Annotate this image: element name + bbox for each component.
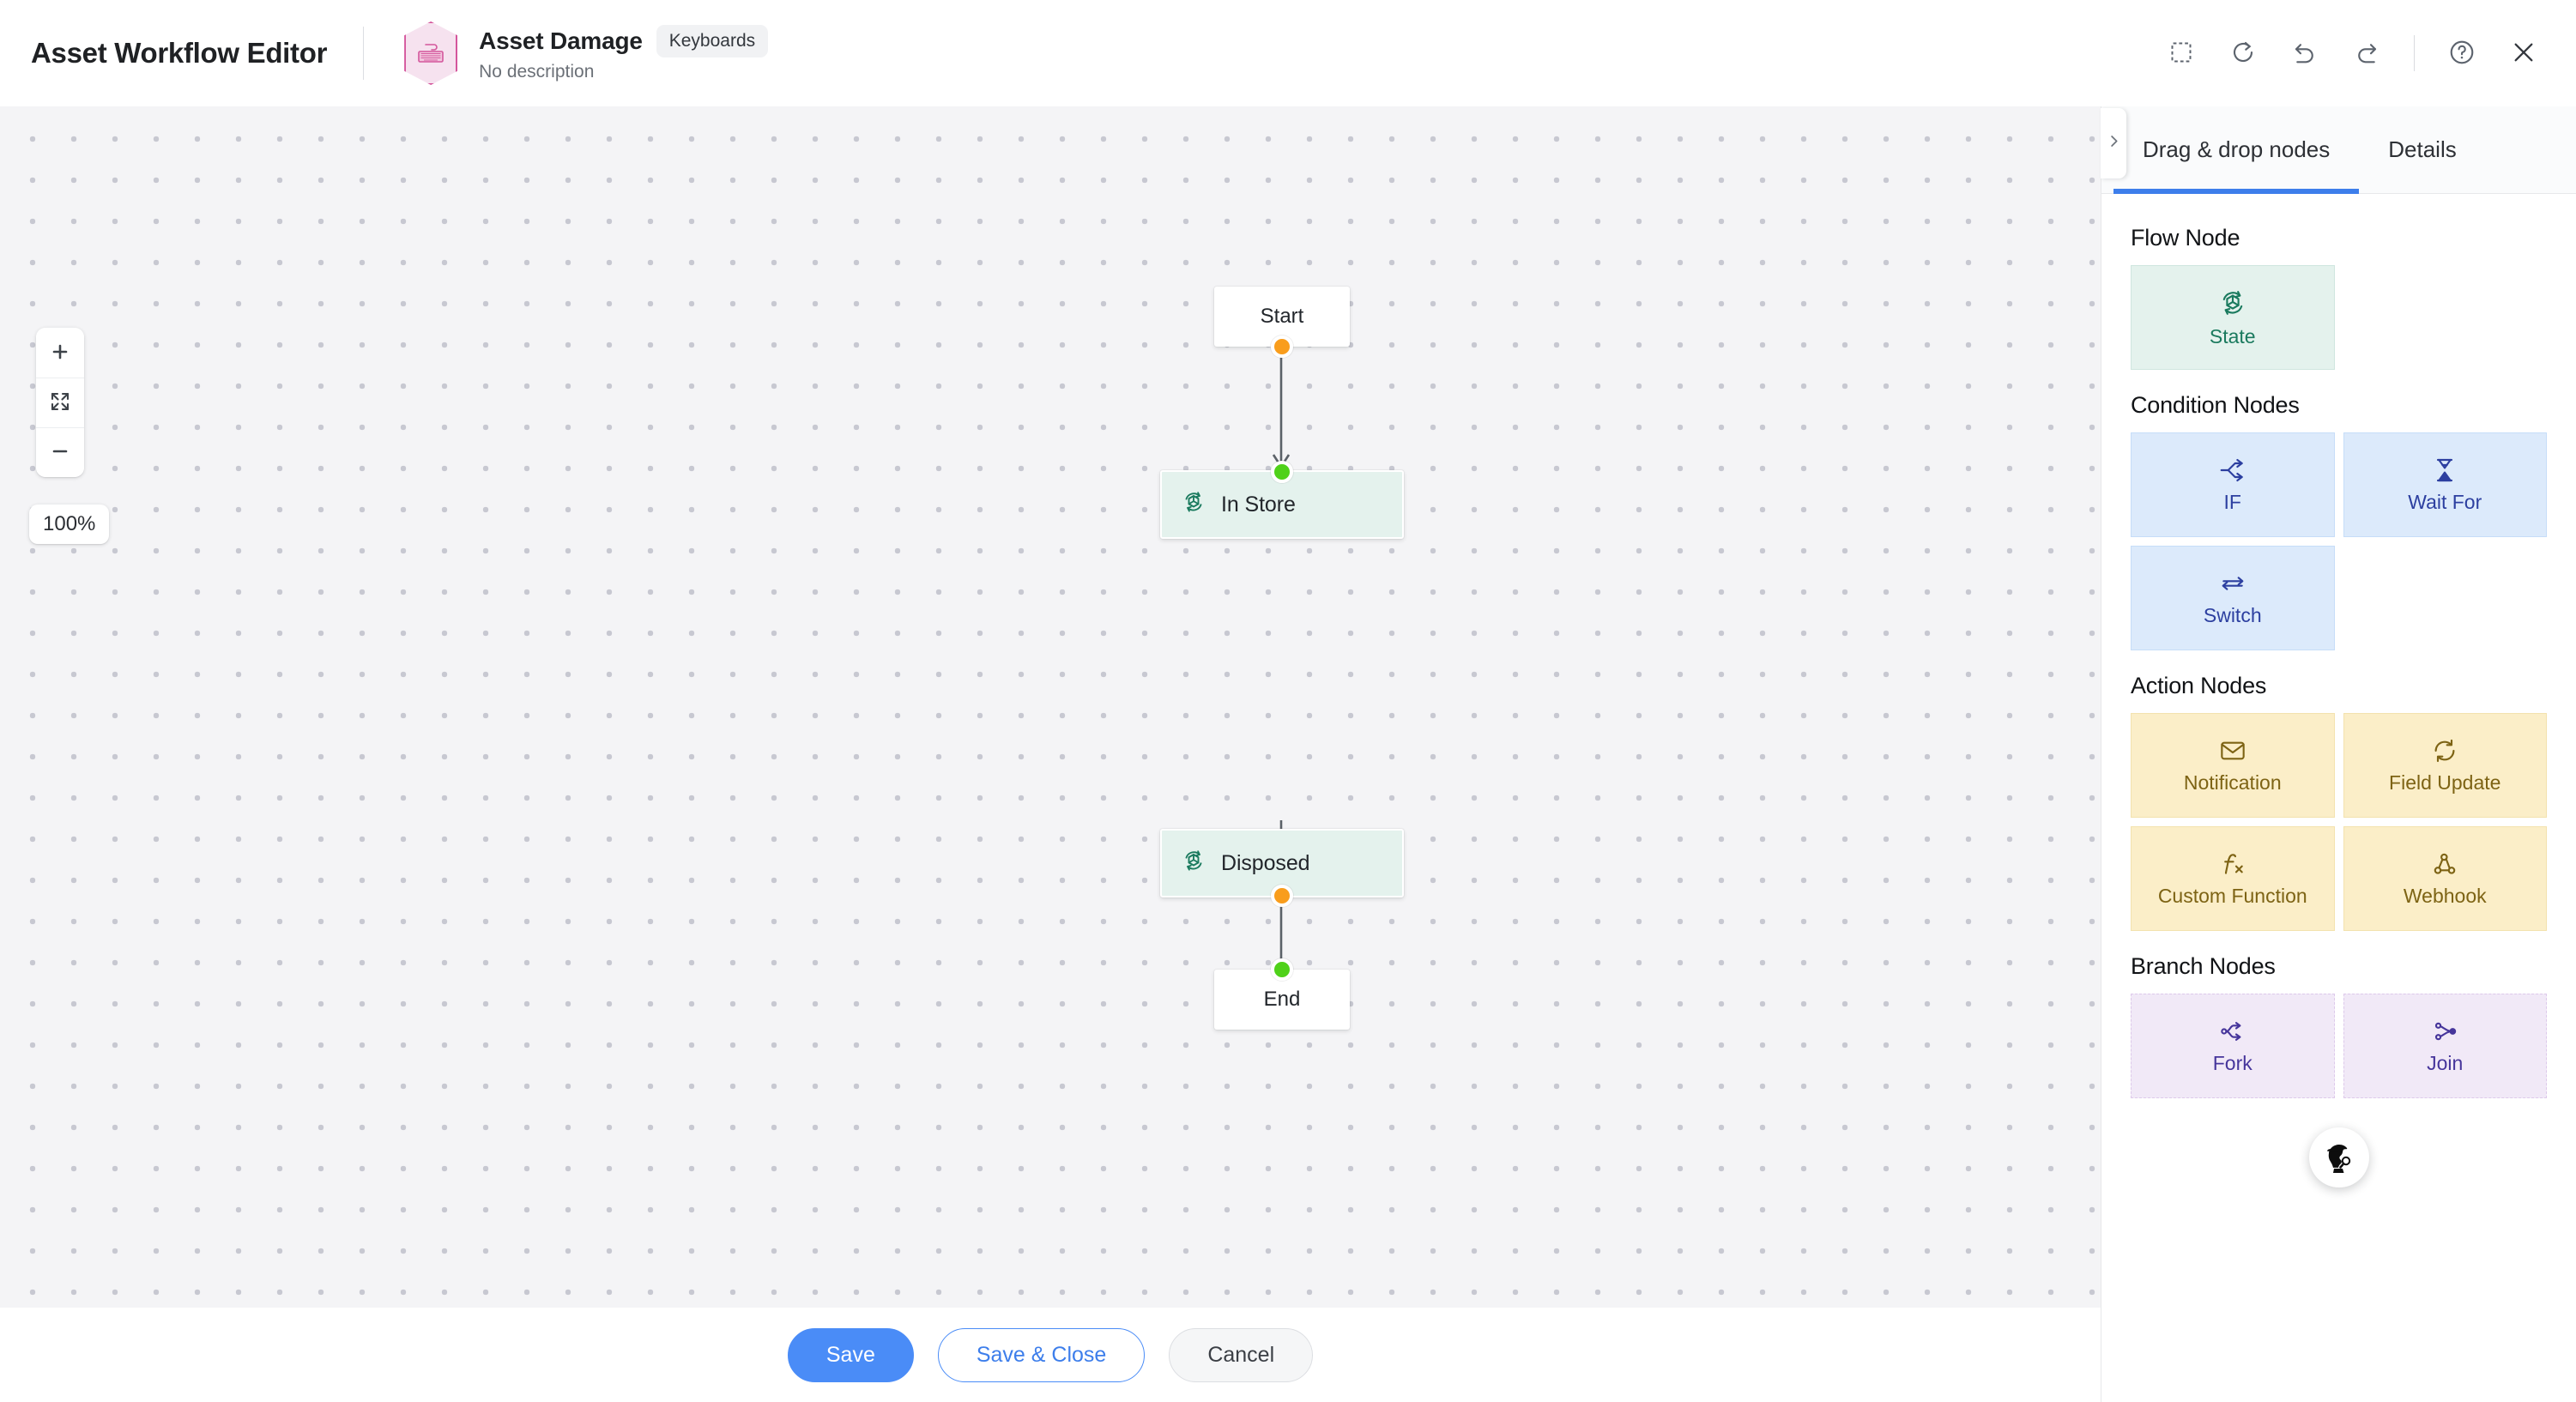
state-cube-icon [2217, 287, 2248, 318]
undo-icon [2292, 39, 2318, 68]
state-cube-icon [1181, 848, 1206, 879]
action-node-grid: Notification Field Update [2131, 713, 2547, 931]
workflow-name: Asset Damage [479, 27, 643, 54]
panel-body: Flow Node State [2101, 194, 2576, 1098]
workflow-meta: Asset Damage Keyboards No description [479, 24, 769, 82]
detective-avatar-icon[interactable] [2308, 1127, 2369, 1187]
page-title: Asset Workflow Editor [31, 37, 328, 69]
palette-item-field-update[interactable]: Field Update [2343, 713, 2547, 818]
palette-item-label: IF [2223, 490, 2241, 513]
palette-item-label: Webhook [2403, 884, 2487, 907]
workflow-title-row: Asset Damage Keyboards [479, 24, 769, 57]
expand-arrows-icon [50, 391, 70, 414]
zoom-in-button[interactable] [36, 328, 84, 378]
help-button[interactable] [2435, 27, 2488, 80]
palette-item-switch[interactable]: Switch [2131, 546, 2335, 650]
status-badge: Keyboards [656, 24, 769, 57]
tab-drag-drop-nodes[interactable]: Drag & drop nodes [2113, 106, 2360, 194]
fit-to-screen-button[interactable] [36, 378, 84, 427]
section-title-flow-node: Flow Node [2131, 225, 2240, 251]
palette-item-label: State [2209, 324, 2256, 347]
redo-icon [2354, 39, 2379, 68]
state-cube-icon [1181, 489, 1206, 521]
join-icon [2431, 1018, 2458, 1045]
panel-tabs: Drag & drop nodes Details [2101, 106, 2576, 194]
hourglass-icon [2431, 456, 2458, 484]
workflow-description: No description [479, 61, 595, 82]
switch-arrows-icon [2219, 570, 2246, 597]
select-area-button[interactable] [2155, 27, 2208, 80]
palette-item-label: Fork [2212, 1051, 2252, 1074]
palette-item-join[interactable]: Join [2343, 994, 2547, 1098]
palette-item-label: Notification [2183, 770, 2282, 794]
node-label: Start [1260, 305, 1304, 328]
branch-arrows-icon [2219, 456, 2246, 484]
node-label: Disposed [1221, 850, 1310, 875]
palette-item-label: Custom Function [2157, 884, 2307, 907]
section-title-condition-nodes: Condition Nodes [2131, 392, 2300, 418]
header-divider [363, 27, 365, 80]
node-output-port[interactable] [1271, 885, 1293, 907]
header-action-separator [2414, 35, 2415, 71]
workflow-icon [400, 20, 462, 87]
palette-item-webhook[interactable]: Webhook [2343, 826, 2547, 931]
palette-item-if[interactable]: IF [2131, 432, 2335, 537]
node-end[interactable]: End [1214, 958, 1350, 1030]
refresh-icon [2431, 737, 2458, 764]
palette-item-label: Switch [2203, 603, 2262, 626]
node-input-port[interactable] [1271, 958, 1293, 981]
cancel-button[interactable]: Cancel [1169, 1327, 1314, 1382]
close-icon [2510, 39, 2537, 69]
select-area-icon [2169, 40, 2193, 67]
flow-node-grid: State [2131, 265, 2547, 370]
reset-icon [2230, 39, 2256, 68]
minus-icon [50, 441, 70, 464]
node-output-port[interactable] [1271, 335, 1293, 358]
redo-button[interactable] [2340, 27, 2393, 80]
zoom-controls [36, 328, 84, 477]
node-in-store[interactable]: In Store [1160, 461, 1404, 539]
save-and-close-button[interactable]: Save & Close [937, 1327, 1146, 1382]
save-button[interactable]: Save [787, 1327, 914, 1382]
function-fx-icon [2219, 850, 2246, 878]
tab-details[interactable]: Details [2359, 106, 2485, 193]
nodes-panel: Drag & drop nodes Details Flow Node [2101, 106, 2576, 1402]
node-input-port[interactable] [1271, 461, 1293, 483]
keyboard-hexagon-icon [404, 21, 458, 85]
palette-item-label: Join [2427, 1051, 2464, 1074]
chevron-right-icon [2106, 133, 2122, 154]
help-icon [2448, 39, 2476, 69]
webhook-icon [2431, 850, 2458, 878]
condition-node-grid: IF Wait For [2131, 432, 2547, 650]
palette-item-label: Wait For [2408, 490, 2482, 513]
close-button[interactable] [2497, 27, 2550, 80]
palette-item-custom-function[interactable]: Custom Function [2131, 826, 2335, 931]
node-start[interactable]: Start [1214, 287, 1350, 358]
palette-item-wait-for[interactable]: Wait For [2343, 432, 2547, 537]
palette-item-state[interactable]: State [2131, 265, 2335, 370]
section-title-branch-nodes: Branch Nodes [2131, 953, 2276, 979]
undo-button[interactable] [2278, 27, 2331, 80]
reset-button[interactable] [2216, 27, 2270, 80]
section-title-action-nodes: Action Nodes [2131, 673, 2267, 698]
palette-item-notification[interactable]: Notification [2131, 713, 2335, 818]
fork-icon [2219, 1018, 2246, 1045]
app-header: Asset Workflow Editor Asset Damage [0, 0, 2576, 106]
node-disposed[interactable]: Disposed [1160, 829, 1404, 907]
footer-actions: Save Save & Close Cancel [0, 1308, 2101, 1402]
node-label: End [1263, 988, 1301, 1011]
zoom-level-indicator[interactable]: 100% [29, 505, 110, 544]
workflow-canvas[interactable]: 100% Start [0, 106, 2101, 1308]
header-actions [2155, 27, 2550, 80]
panel-collapse-button[interactable] [2101, 108, 2126, 178]
plus-icon [50, 341, 70, 365]
palette-item-label: Field Update [2389, 770, 2501, 794]
node-label: In Store [1221, 492, 1296, 517]
zoom-out-button[interactable] [36, 427, 84, 477]
branch-node-grid: Fork Join [2131, 994, 2547, 1098]
palette-item-fork[interactable]: Fork [2131, 994, 2335, 1098]
envelope-icon [2219, 737, 2246, 764]
